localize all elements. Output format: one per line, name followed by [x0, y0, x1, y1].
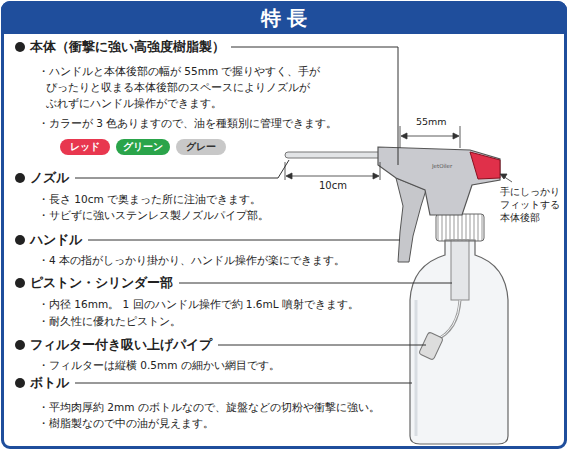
leader-line	[179, 283, 452, 284]
section-heading: 本体（衝撃に強い高強度樹脂製）	[30, 39, 225, 54]
badge-text: グリーン	[123, 140, 163, 154]
dimension-label: 10cm	[317, 180, 349, 192]
leader-line	[218, 345, 426, 346]
leader-line	[231, 47, 398, 165]
color-badge: グリーン	[116, 139, 170, 155]
section-heading: ボトル	[30, 375, 69, 390]
callout-text: 手にしっかり	[500, 186, 560, 197]
feature-text: ・4 本の指がしっかり掛かり、ハンドル操作が楽にできます。	[38, 254, 345, 267]
section-heading: フィルター付き吸い上げパイプ	[30, 337, 212, 352]
badge-text: グレー	[186, 140, 216, 154]
brand-text: JetOiler	[432, 163, 452, 170]
section-heading: ピストン・シリンダー部	[30, 275, 173, 290]
feature-text: ・長さ 10cm で奥まった所に注油できます。	[38, 193, 261, 206]
feature-text: ・サビずに強いステンレス製ノズルパイプ部。	[38, 209, 269, 222]
section-heading: ノズル	[30, 170, 69, 185]
color-badge: グレー	[176, 139, 226, 155]
callout-text: フィットする	[500, 199, 560, 210]
section-heading: ハンドル	[30, 232, 82, 247]
feature-text: ・内径 16mm。 1 回のハンドル操作で約 1.6mL 噴射できます。	[38, 298, 359, 311]
leader-line	[88, 240, 400, 241]
dimension-label: 55mm	[414, 116, 449, 127]
feature-text: ぴったりと収まる本体後部のスペースによりノズルが	[46, 81, 310, 94]
feature-text: ・フィルターは縦横 0.5mm の細かい網目です。	[38, 359, 280, 372]
leader-line	[75, 383, 412, 384]
feature-text: ・ハンドルと本体後部の幅が 55mm で握りやすく、手が	[38, 65, 321, 78]
feature-text: ・耐久性に優れたピストン。	[38, 315, 181, 328]
feature-text: ・カラーが 3 色ありますので、油を種類別に管理できます。	[38, 117, 337, 130]
callout-text: 本体後部	[500, 212, 540, 223]
feature-text: ・平均肉厚約 2mm のボトルなので、旋盤などの切粉や衝撃に強い。	[38, 401, 380, 414]
badge-text: レッド	[70, 140, 100, 154]
color-badge: レッド	[60, 139, 110, 155]
header-title: 特 長	[0, 5, 568, 32]
feature-text: ・樹脂製なので中の油が見えます。	[38, 417, 214, 430]
feature-text: ぶれずにハンドル操作ができます。	[46, 97, 222, 110]
leader-line	[75, 160, 289, 178]
